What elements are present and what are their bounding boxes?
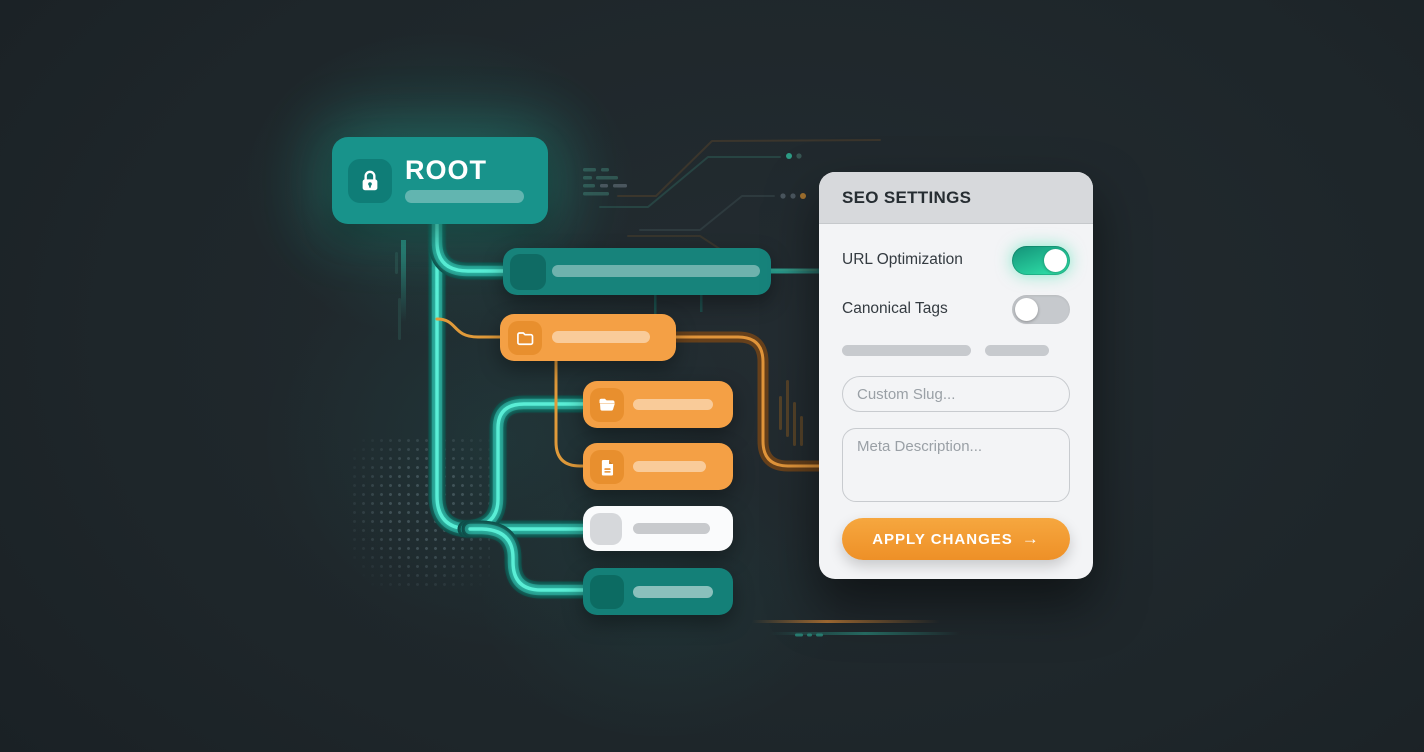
skeleton-bar-long [842,345,971,356]
skeleton-row [842,345,1070,356]
folder-closed-icon [508,321,542,355]
dot-grid-pattern [350,436,490,591]
connector-orange-decorative [670,331,834,472]
square-placeholder-icon [590,575,624,609]
folder-open-icon [590,388,624,422]
toggle-knob [1044,248,1067,272]
node-skeleton-bar [552,331,650,343]
connector-orange-folder [435,317,506,339]
orange-folder-node[interactable] [500,314,676,361]
square-placeholder-icon [510,254,546,290]
arrow-right-icon: → [1021,529,1040,548]
skeleton-bar-short [985,345,1049,356]
canonical-tags-row: Canonical Tags [842,294,1070,324]
connector-branch-up [457,395,595,538]
root-node[interactable]: ROOT [332,137,548,224]
panel-header: SEO SETTINGS [819,172,1093,224]
url-optimization-toggle[interactable] [1012,245,1070,275]
node-skeleton-bar [633,586,713,598]
url-optimization-row: URL Optimization [842,245,1070,275]
root-node-label: ROOT [405,155,487,185]
connector-branch-down [461,520,595,599]
canonical-tags-label: Canonical Tags [842,300,948,317]
equalizer-bars [779,380,803,446]
root-skeleton-bar [405,190,524,203]
teal-page-node-2[interactable] [583,568,733,615]
seo-settings-panel: SEO SETTINGS URL Optimization Canonical … [819,172,1093,579]
node-skeleton-bar [633,399,713,410]
apply-changes-label: APPLY CHANGES [872,530,1013,548]
lock-icon [348,159,392,203]
toggle-knob [1015,297,1038,321]
code-dashes [583,168,627,196]
meta-description-input[interactable] [842,428,1070,502]
url-optimization-label: URL Optimization [842,251,963,268]
teal-page-node[interactable] [503,248,771,295]
white-page-node[interactable] [583,506,733,551]
panel-title: SEO SETTINGS [842,187,972,207]
orange-folder-open-node[interactable] [583,381,733,428]
orange-document-node[interactable] [583,443,733,490]
node-skeleton-bar [552,265,760,277]
node-skeleton-bar [633,523,710,534]
canonical-tags-toggle[interactable] [1012,294,1070,324]
node-skeleton-bar [633,461,706,472]
document-icon [590,450,624,484]
apply-changes-button[interactable]: APPLY CHANGES → [842,518,1070,560]
custom-slug-input[interactable] [842,376,1070,412]
square-placeholder-icon [590,513,622,545]
connector-branch-top [428,209,515,280]
connector-orange-document [554,358,588,468]
